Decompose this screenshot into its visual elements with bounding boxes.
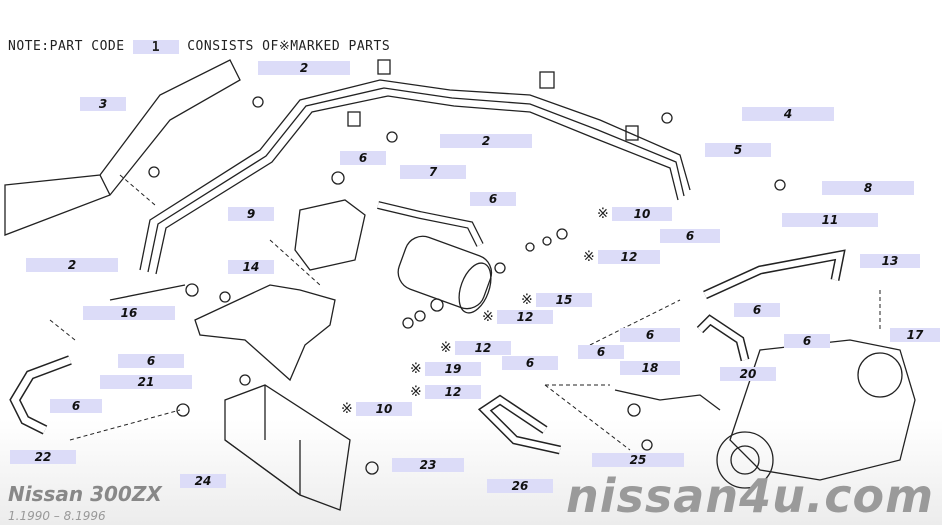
- callout-label-17[interactable]: 17: [890, 328, 940, 342]
- callout-label-9[interactable]: 9: [228, 207, 274, 221]
- callout-label-22[interactable]: 22: [10, 450, 76, 464]
- date-range: 1.1990 – 8.1996: [8, 509, 106, 523]
- callout-label-6[interactable]: 6: [734, 303, 780, 317]
- callout-label-23[interactable]: 23: [392, 458, 464, 472]
- brand-title: Nissan 300ZX: [8, 482, 162, 506]
- callout-label-6[interactable]: 6: [470, 192, 516, 206]
- callout-label-5[interactable]: 5: [705, 143, 771, 157]
- note-part-code: 1: [132, 39, 179, 55]
- note-suffix: CONSISTS OF: [187, 39, 279, 54]
- callout-label-12[interactable]: 12: [425, 385, 481, 399]
- callout-label-6[interactable]: 6: [118, 354, 184, 368]
- callout-label-18[interactable]: 18: [620, 361, 680, 375]
- callout-label-12[interactable]: 12: [598, 250, 660, 264]
- callout-label-4[interactable]: 4: [742, 107, 834, 121]
- callout-label-2[interactable]: 2: [26, 258, 118, 272]
- callout-label-12[interactable]: 12: [497, 310, 553, 324]
- callout-label-6[interactable]: 6: [502, 356, 558, 370]
- callout-label-7[interactable]: 7: [400, 165, 466, 179]
- note-text: NOTE:PART CODE 1 CONSISTS OF※MARKED PART…: [8, 39, 391, 55]
- marker-icon: ※: [597, 206, 609, 222]
- callout-label-25[interactable]: 25: [592, 453, 684, 467]
- marker-icon: ※: [583, 249, 595, 265]
- watermark: nissan4u.com: [566, 469, 935, 523]
- callout-label-10[interactable]: 10: [356, 402, 412, 416]
- marker-icon: ※: [278, 39, 291, 54]
- callout-label-26[interactable]: 26: [487, 479, 553, 493]
- marker-icon: ※: [440, 340, 452, 356]
- note-prefix: NOTE:PART CODE: [8, 39, 125, 54]
- callout-label-8[interactable]: 8: [822, 181, 914, 195]
- callout-label-14[interactable]: 14: [228, 260, 274, 274]
- callout-label-2[interactable]: 2: [440, 134, 532, 148]
- callout-label-12[interactable]: 12: [455, 341, 511, 355]
- marker-icon: ※: [410, 361, 422, 377]
- callout-label-10[interactable]: 10: [612, 207, 672, 221]
- callout-label-13[interactable]: 13: [860, 254, 920, 268]
- marker-icon: ※: [521, 292, 533, 308]
- callout-label-16[interactable]: 16: [83, 306, 175, 320]
- callout-label-6[interactable]: 6: [340, 151, 386, 165]
- callout-label-20[interactable]: 20: [720, 367, 776, 381]
- callout-label-19[interactable]: 19: [425, 362, 481, 376]
- note-end: MARKED PARTS: [290, 39, 391, 54]
- callout-label-6[interactable]: 6: [50, 399, 102, 413]
- callout-label-6[interactable]: 6: [578, 345, 624, 359]
- callout-label-6[interactable]: 6: [784, 334, 830, 348]
- callout-label-11[interactable]: 11: [782, 213, 878, 227]
- callout-label-21[interactable]: 21: [100, 375, 192, 389]
- callout-label-2[interactable]: 2: [258, 61, 350, 75]
- callout-label-24[interactable]: 24: [180, 474, 226, 488]
- callout-label-6[interactable]: 6: [660, 229, 720, 243]
- callout-label-15[interactable]: 15: [536, 293, 592, 307]
- marker-icon: ※: [341, 401, 353, 417]
- callout-label-6[interactable]: 6: [620, 328, 680, 342]
- marker-icon: ※: [410, 384, 422, 400]
- callout-label-3[interactable]: 3: [80, 97, 126, 111]
- marker-icon: ※: [482, 309, 494, 325]
